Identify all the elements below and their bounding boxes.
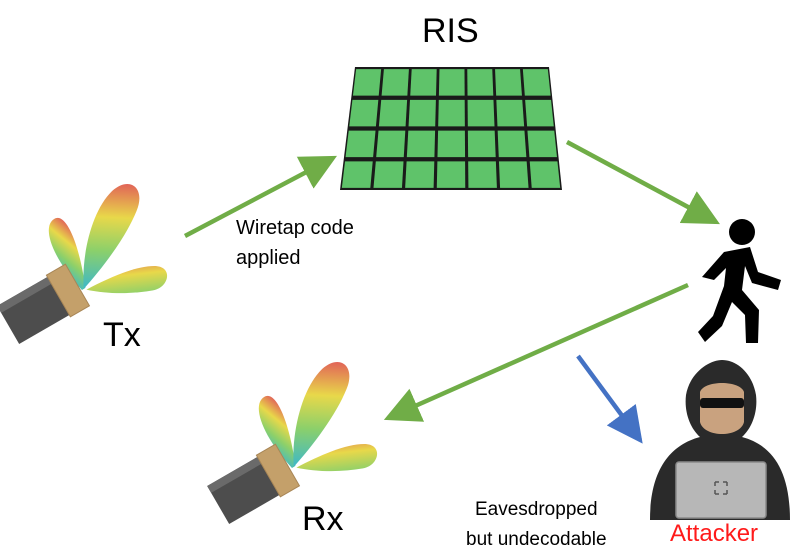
ris-cell bbox=[405, 161, 435, 188]
ris-cell bbox=[373, 161, 404, 188]
wiretap-line-2: applied bbox=[236, 247, 301, 269]
arrow-to-attacker bbox=[576, 354, 643, 444]
attacker-label: Attacker bbox=[670, 520, 759, 547]
ris-cell bbox=[436, 161, 466, 188]
ris-cell bbox=[438, 69, 465, 96]
ris-cell bbox=[522, 69, 551, 96]
ris-cell bbox=[495, 69, 522, 96]
ris-cell bbox=[529, 161, 561, 188]
arrow-user-to-rx bbox=[383, 282, 689, 422]
wiretap-line-1: Wiretap code bbox=[236, 217, 354, 239]
ris-cell bbox=[468, 161, 497, 188]
arrow-tx-to-ris bbox=[183, 155, 337, 238]
ris-cell bbox=[527, 130, 557, 158]
wiretap-annotation: Wiretap code applied bbox=[236, 213, 354, 273]
ris-cell bbox=[378, 99, 408, 127]
tx-label: Tx bbox=[103, 316, 141, 354]
ris-cell bbox=[467, 99, 495, 127]
ris-cell bbox=[341, 161, 373, 188]
walking-person-icon bbox=[698, 219, 781, 343]
hooded-attacker-icon bbox=[650, 360, 790, 520]
antenna-tx-icon bbox=[0, 184, 168, 345]
ris-cell bbox=[498, 161, 529, 188]
ris-cell bbox=[525, 99, 554, 127]
ris-cell bbox=[496, 99, 525, 127]
ris-cell bbox=[410, 69, 437, 96]
ris-cell bbox=[406, 130, 436, 158]
arrow-ris-to-user bbox=[565, 140, 720, 225]
ris-label: RIS bbox=[422, 12, 479, 50]
antenna-rx-icon bbox=[207, 362, 378, 525]
eavesdrop-annotation: Eavesdropped but undecodable bbox=[466, 495, 607, 555]
ris-cell bbox=[352, 69, 382, 96]
ris-cell bbox=[345, 130, 376, 158]
ris-cell bbox=[437, 130, 466, 158]
ris-cell bbox=[467, 130, 496, 158]
ris-cell bbox=[408, 99, 436, 127]
ris-cell bbox=[381, 69, 409, 96]
ris-cell bbox=[497, 130, 527, 158]
eaves-line-1: Eavesdropped bbox=[474, 499, 598, 520]
ris-cell bbox=[349, 99, 379, 127]
ris-cell bbox=[376, 130, 406, 158]
eaves-line-2: but undecodable bbox=[466, 529, 607, 550]
ris-cell bbox=[467, 69, 494, 96]
ris-panel-icon bbox=[340, 67, 562, 190]
rx-label: Rx bbox=[302, 500, 344, 538]
ris-cell bbox=[438, 99, 465, 127]
